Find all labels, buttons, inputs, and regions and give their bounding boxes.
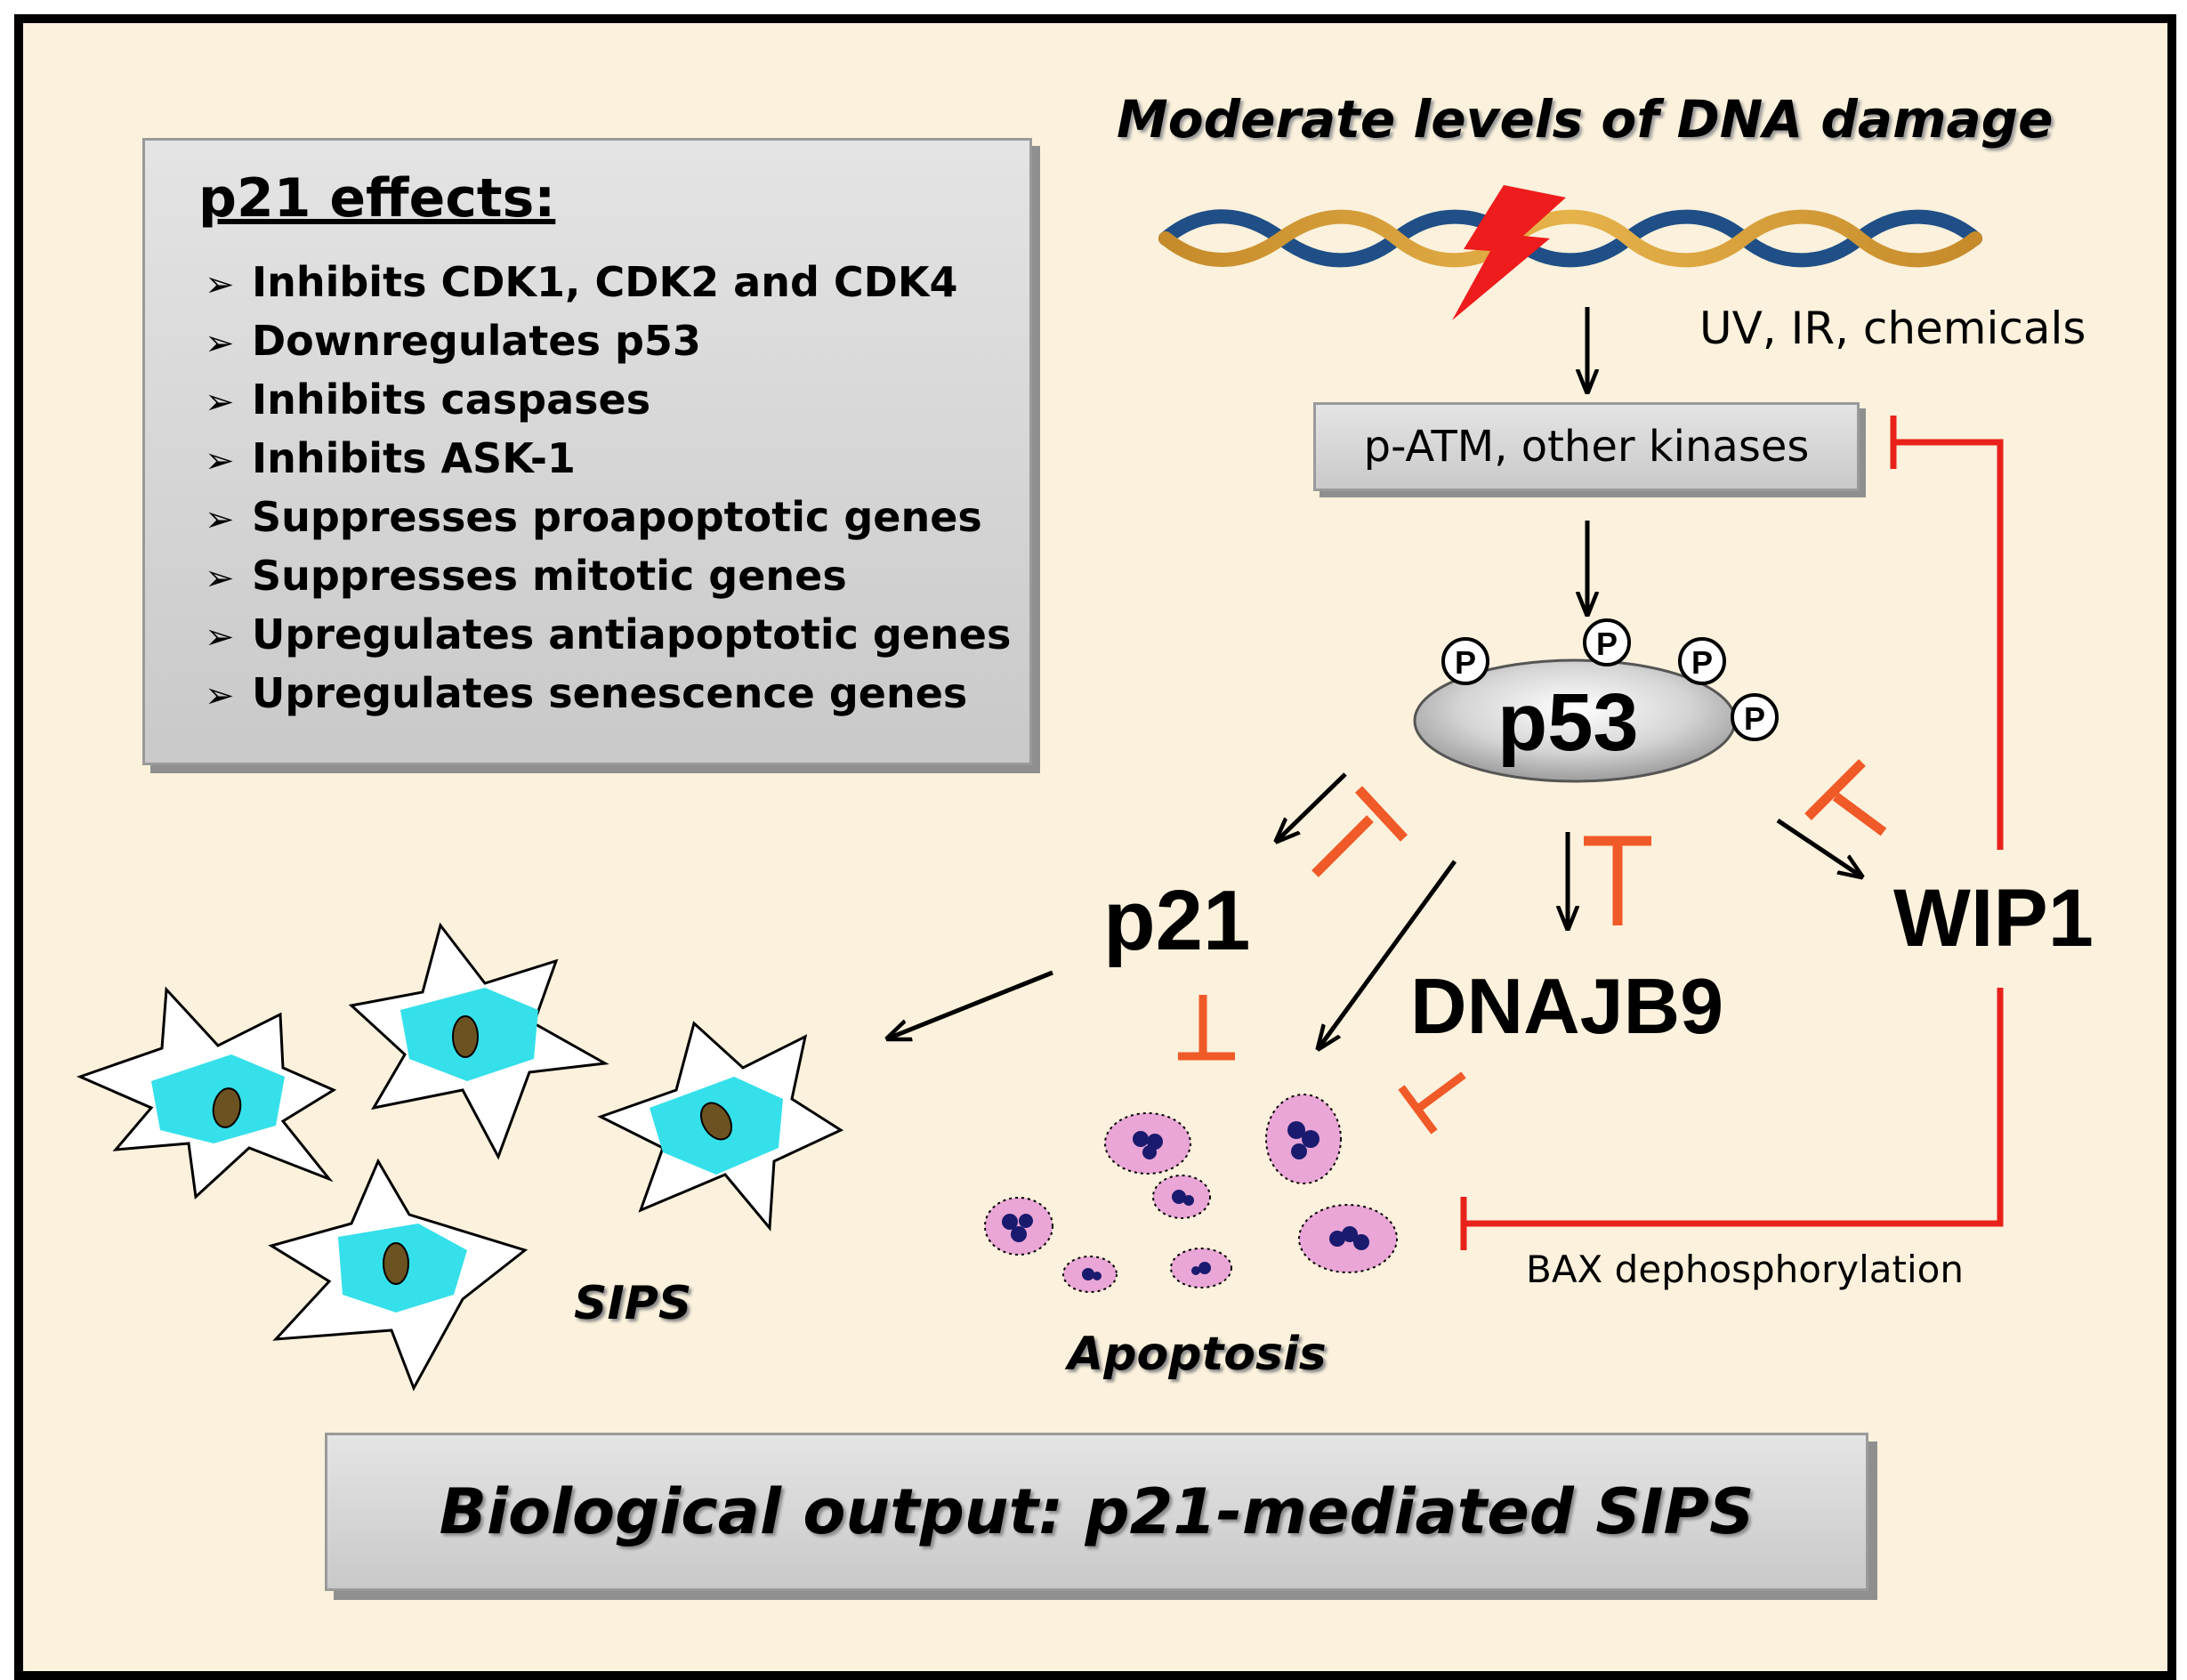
apoptotic-bodies [984, 1094, 1398, 1293]
effects-item: ➢Inhibits caspases [205, 372, 1029, 431]
sips-label: SIPS [574, 1277, 692, 1330]
apoptotic-body [1265, 1094, 1342, 1184]
senescent-cell [597, 1021, 844, 1232]
senescent-cell [76, 986, 337, 1200]
effects-title: p21 effects: [198, 167, 556, 230]
phospho-label: P [1455, 644, 1476, 681]
effects-item: ➢Downregulates p53 [205, 313, 1029, 372]
apoptotic-body [1104, 1112, 1191, 1175]
apoptotic-body [984, 1197, 1053, 1256]
apoptotic-body [1152, 1175, 1211, 1219]
effects-item: ➢Inhibits CDK1, CDK2 and CDK4 [205, 254, 1029, 313]
dna-damage-title: Moderate levels of DNA damage [1117, 89, 2054, 149]
kinases-box: p-ATM, other kinases [1313, 402, 1860, 491]
effects-list: ➢Inhibits CDK1, CDK2 and CDK4 ➢Downregul… [198, 254, 1029, 724]
effects-item: ➢Upregulates senescence genes [205, 666, 1029, 724]
inhibit-wip1-to-kinases [1890, 416, 2004, 850]
phospho-groups: P P P P [1441, 618, 1779, 741]
biological-output-box: Biological output: p21-mediated SIPS [325, 1433, 1868, 1591]
p21-effects-panel: p21 effects: ➢Inhibits CDK1, CDK2 and CD… [142, 138, 1032, 765]
arrow-bullet-icon: ➢ [205, 558, 235, 599]
damage-bolt-icon [1452, 185, 1566, 320]
effects-item: ➢Inhibits ASK-1 [205, 431, 1029, 489]
arrow-bullet-icon: ➢ [205, 440, 235, 481]
arrow-p53-to-apoptosis [1319, 860, 1457, 1048]
effects-item: ➢Suppresses mitotic genes [205, 548, 1029, 607]
apoptotic-body [1298, 1204, 1398, 1273]
inhibit-wip1-to-apoptosis [1460, 988, 2004, 1250]
inhibit-wip1-to-p53 [1804, 759, 1887, 836]
kinases-label: p-ATM, other kinases [1363, 422, 1810, 472]
arrow-bullet-icon: ➢ [205, 675, 235, 716]
apoptosis-label: Apoptosis [1068, 1328, 1327, 1381]
arrow-p53-to-p21 [1277, 772, 1347, 841]
effects-item: ➢Upregulates antiapoptotic genes [205, 607, 1029, 666]
phospho-label: P [1596, 626, 1618, 662]
p53-node-label: p53 [1497, 677, 1639, 768]
dnajb9-node-label: DNAJB9 [1410, 962, 1724, 1050]
inhibit-dnajb9-to-apoptosis [1398, 1071, 1466, 1135]
arrow-bullet-icon: ➢ [205, 617, 235, 658]
inhibit-p21-to-p53 [1311, 786, 1408, 877]
p21-node-label: p21 [1103, 873, 1251, 968]
apoptotic-body [1170, 1248, 1232, 1288]
inhibit-dnajb9-to-p53 [1584, 836, 1651, 925]
damage-sources-label: UV, IR, chemicals [1699, 303, 2086, 354]
effects-item: ➢Suppresses proapoptotic genes [205, 489, 1029, 548]
bax-dephosphorylation-label: BAX dephosphorylation [1526, 1248, 1964, 1291]
inhibit-p21-to-apoptosis [1178, 995, 1235, 1061]
senescent-cell [348, 922, 609, 1160]
senescent-cell [268, 1158, 529, 1392]
arrow-bullet-icon: ➢ [205, 499, 235, 540]
phospho-label: P [1744, 700, 1765, 737]
dna-helix-icon [1158, 209, 1982, 268]
arrow-p53-to-wip1 [1776, 818, 1861, 876]
wip1-node-label: WIP1 [1893, 873, 2094, 964]
arrow-bullet-icon: ➢ [205, 382, 235, 423]
biological-output-label: Biological output: p21-mediated SIPS [439, 1475, 1755, 1548]
senescent-cells [76, 922, 844, 1392]
arrow-bullet-icon: ➢ [205, 264, 235, 305]
apoptotic-body [1062, 1256, 1118, 1293]
phospho-label: P [1691, 644, 1713, 681]
arrow-bullet-icon: ➢ [205, 323, 235, 364]
arrow-p21-to-sips [888, 970, 1053, 1038]
